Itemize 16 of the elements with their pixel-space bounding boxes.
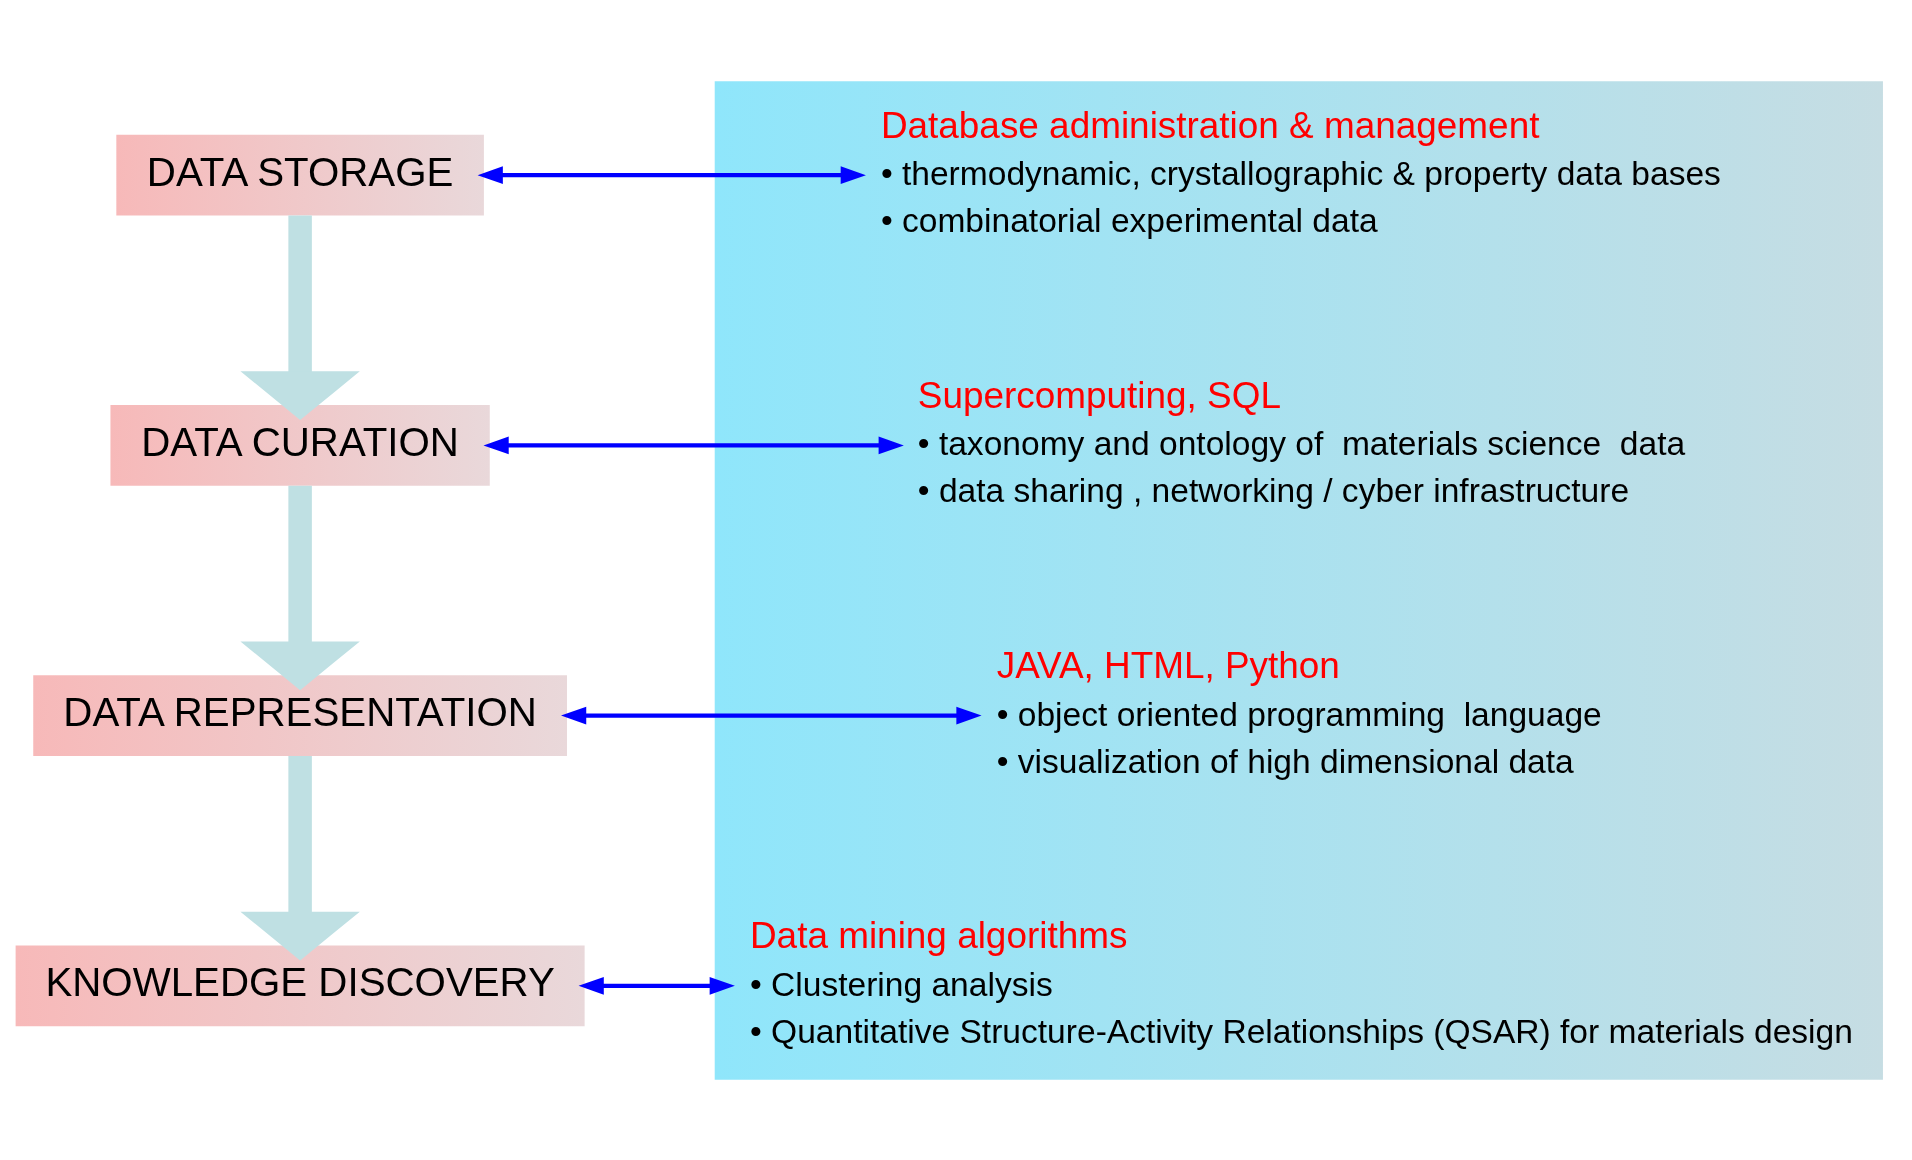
arrow xyxy=(240,215,360,420)
cluster xyxy=(714,80,1883,1080)
node-box: DATA CURATION xyxy=(110,404,490,486)
node-box: KNOWLEDGE DISCOVERY xyxy=(15,945,585,1026)
arrow xyxy=(561,706,982,724)
arrow xyxy=(578,976,735,995)
node-box: DATA STORAGE xyxy=(116,134,484,215)
node-text: Database administration & management • thermodynamic, crystallographic & property data bases • combinatorial experimental data xyxy=(880,104,1721,239)
arrow xyxy=(483,436,904,454)
node-text: Supercomputing, SQL • taxonomy and ontology of materials science data • data sharing , networking / cyber infrastructure xyxy=(917,374,1686,509)
arrow xyxy=(240,485,360,690)
node-text: Data mining algorithms • Clustering analysis • Quantitative Structure-Activity Relationships (QSAR) for materials design xyxy=(749,914,1853,1050)
arrow xyxy=(240,755,360,960)
arrow xyxy=(477,165,866,184)
node-box: DATA REPRESENTATION xyxy=(33,674,567,756)
node-text: JAVA, HTML, Python • object oriented programming language • visualization of high dimensional data xyxy=(996,644,1602,780)
